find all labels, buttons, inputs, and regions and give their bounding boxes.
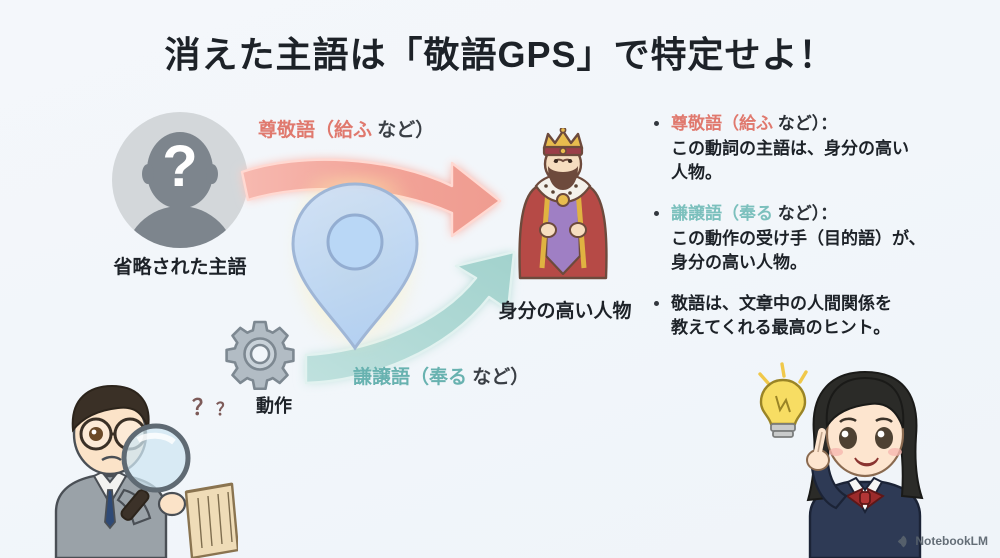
bullet-body-line: この動詞の主語は、身分の高い [671,138,909,158]
avatar-head-shape [147,132,213,208]
bullet-body-line: 身分の高い人物。 [671,253,807,273]
avatar-ear-left-shape [142,164,154,184]
bullet-list: 尊敬語（給ふ など）： この動詞の主語は、身分の高い 人物。 謙譲語（奉る など… [652,112,982,357]
bullet-heading: 尊敬語（給ふ など）： [671,112,982,137]
sonkeigo-arrow-label-main: 尊敬語（給ふ [258,120,373,141]
question-marks-icon: ？？ [192,395,236,420]
list-item: 尊敬語（給ふ など）： この動詞の主語は、身分の高い 人物。 [652,112,982,186]
bullet-body-line: 人物。 [671,163,722,183]
gear-icon [224,318,296,391]
king-character-icon [508,126,618,288]
list-item: 敬語は、文章中の人間関係を 教えてくれる最高のヒント。 [652,292,982,341]
omitted-subject-label: 省略された主語 [113,257,247,278]
schoolgirl-idea-icon [752,356,950,558]
bullet-keyword: 謙譲語（奉る [671,203,773,223]
action-label: 動作 [256,396,292,416]
bullet-heading: 謙譲語（奉る など）： [671,202,982,227]
bullet-body-line: 教えてくれる最高のヒント。 [671,318,891,338]
boy-with-magnifying-glass-icon [26,372,240,558]
avatar-body-shape [124,206,236,248]
pin-shape [291,182,419,351]
bullet-keyword-tail: など）： [773,203,838,223]
avatar-ear-right-shape [206,164,218,184]
bullet-dot-icon [654,121,659,126]
watermark-label: NotebookLM [915,534,988,548]
kenjougo-arrow-label-tail: など） [467,367,530,388]
question-mark-icon: ? [162,134,198,199]
bullet-keyword-tail: など）： [773,114,838,133]
watermark: NotebookLM [897,534,988,548]
list-item: 謙譲語（奉る など）： この動作の受け手（目的語）が、 身分の高い人物。 [652,202,982,276]
sonkeigo-arrow-label: 尊敬語（給ふ など） [258,115,434,142]
high-status-person-label: 身分の高い人物 [498,301,632,322]
map-pin-gps-icon [275,170,435,360]
notebooklm-logo-icon [898,535,907,547]
lightbulb-rays [758,362,808,385]
bullet-body-line: この動作の受け手（目的語）が、 [671,228,926,248]
sonkeigo-arrow-label-tail: など） [372,120,435,141]
bullet-keyword: 尊敬語（給ふ [671,114,773,133]
bullet-dot-icon [654,210,659,216]
unknown-person-avatar-icon: ? [112,112,248,248]
bullet-dot-icon [654,300,659,306]
kenjougo-arrow-label-main: 謙譲語（奉る [353,367,468,388]
page-title: 消えた主語は「敬語GPS」で特定せよ！ [164,34,836,75]
kenjougo-arrow-label: 謙譲語（奉る など） [353,362,529,389]
bullet-body-line: 敬語は、文章中の人間関係を [671,293,892,313]
